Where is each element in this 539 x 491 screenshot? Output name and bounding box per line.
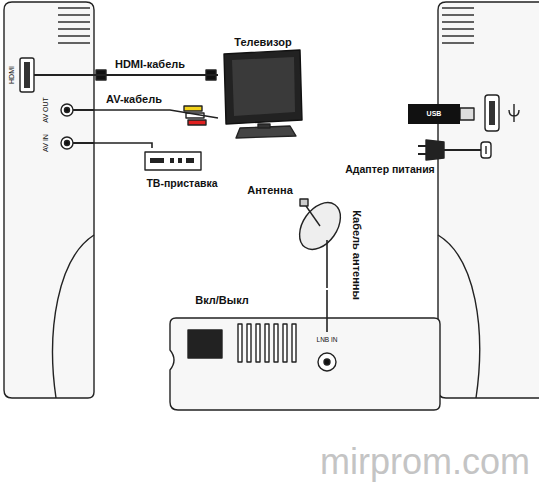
vent-slots (442, 8, 474, 43)
cable-stub (326, 290, 328, 332)
rca-plug (184, 106, 202, 111)
cable-label: AV-кабель (104, 93, 164, 106)
cable-label: HDMI-кабель (113, 58, 187, 71)
receiver-side-left (4, 2, 94, 398)
node-label: Вкл/Выкл (195, 294, 249, 306)
node-label: USB (427, 110, 442, 118)
receiver-top-view (170, 318, 440, 410)
rca-plug (188, 120, 206, 125)
lnb-in-jack (318, 353, 336, 371)
vent-slots (58, 8, 90, 43)
usb-port (485, 95, 499, 131)
power-adapter-node: Адаптер питания (338, 160, 442, 180)
node-label: Телевизор (234, 36, 291, 48)
power-plug (426, 140, 444, 160)
receiver-side-right (438, 2, 539, 398)
node-label: LNB IN (317, 336, 338, 343)
node-label: AV OUT (42, 97, 50, 123)
cable (94, 110, 218, 118)
vent-slots (238, 324, 296, 362)
cable (94, 143, 152, 148)
tv-box (145, 152, 201, 170)
cable-stub (73, 142, 94, 144)
node-label: AV IN (42, 134, 50, 152)
hdmi-port (20, 58, 34, 92)
node-label: HDMI (8, 66, 16, 84)
power-switch (188, 330, 222, 358)
receiver-top-node: Вкл/ВыклLNB IN (168, 288, 443, 413)
av-in-jack (61, 137, 73, 149)
cable (94, 74, 218, 76)
satellite-dish (291, 195, 349, 257)
av-out-jack (61, 104, 73, 116)
watermark: mirprom.com (320, 441, 530, 483)
dish-mast (326, 240, 328, 260)
cable-stub (73, 109, 94, 111)
usb-connector (460, 108, 474, 120)
node-label: Антенна (247, 184, 293, 196)
antenna-node: Антенна (240, 180, 355, 260)
usb-stick: USB (408, 104, 460, 124)
cable-stub (34, 74, 94, 76)
node-label: ТВ-приставка (146, 178, 217, 190)
tv-box-node: ТВ-приставка (132, 148, 232, 194)
power-port (481, 142, 491, 158)
housing-curve (438, 235, 480, 398)
tv-screen (224, 50, 302, 124)
housing-curve (53, 235, 94, 398)
cable-label: Кабель антенны (351, 208, 364, 302)
node-label: Адаптер питания (345, 164, 434, 176)
receiver-side-panel: HDMI AV OUT AV IN (0, 0, 94, 398)
tv-node: Телевизор (218, 34, 308, 144)
cable (326, 260, 328, 288)
power-cord (444, 149, 481, 151)
usb-symbol (509, 104, 519, 122)
